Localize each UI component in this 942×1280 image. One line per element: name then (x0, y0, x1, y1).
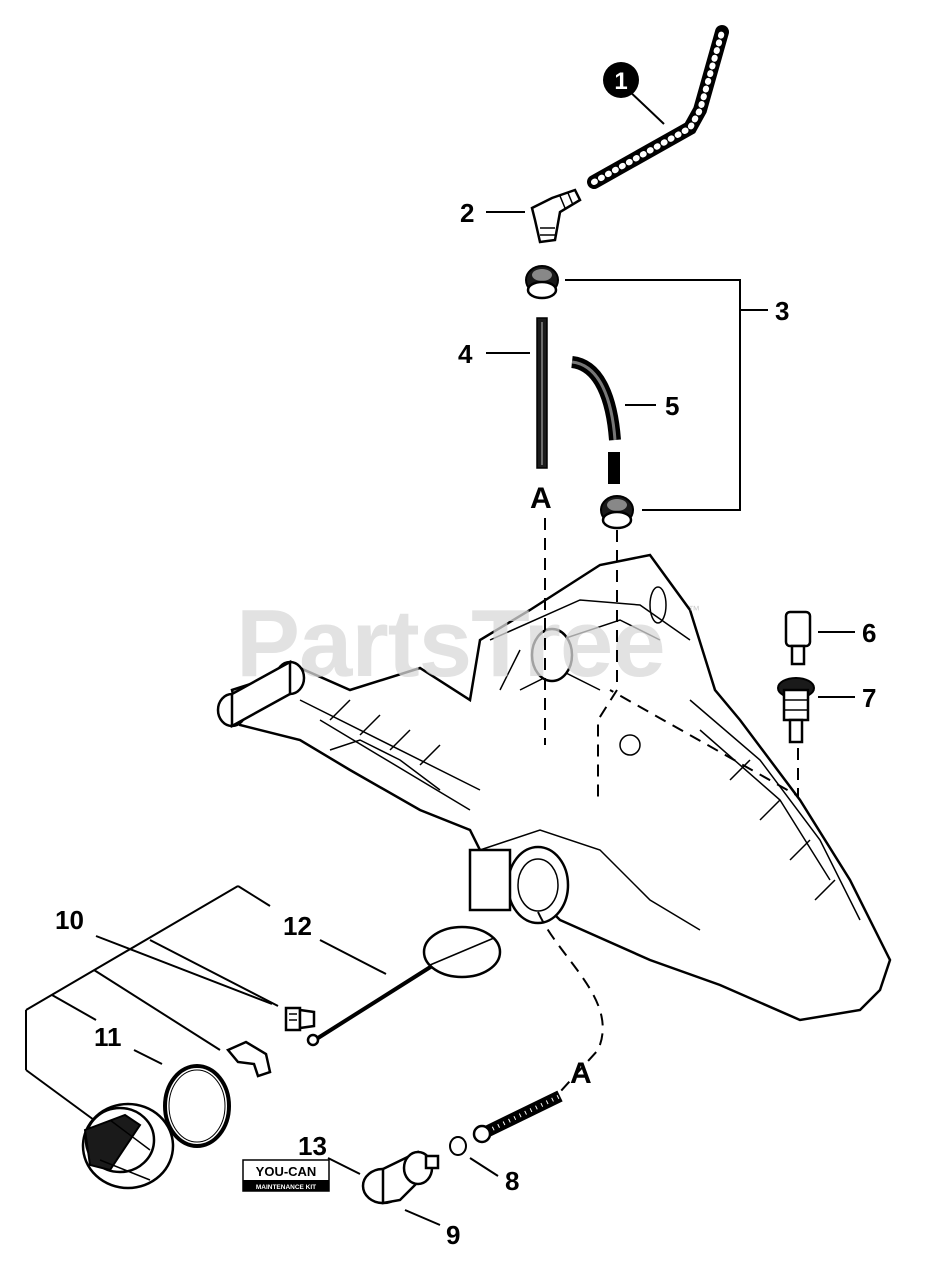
dash-a-bottom (537, 911, 604, 1093)
leader-1 (625, 87, 665, 125)
callout-4: 4 (458, 339, 473, 369)
part-12-strap: 12 (283, 911, 502, 1047)
part-7-valve: 7 (777, 677, 876, 744)
part-11-oring (163, 1064, 231, 1148)
watermark-trademark: ™ (688, 603, 700, 617)
callout-1-badge (603, 62, 639, 98)
you-can-badge: YOU-CAN MAINTENANCE KIT (242, 1159, 330, 1192)
watermark-text: PartsTree (236, 590, 665, 697)
part-9-filter: 13 9 (298, 1131, 460, 1250)
lower-oil-line (472, 1090, 563, 1144)
leader-11 (133, 1049, 163, 1065)
part-8-oring: 8 (449, 1136, 519, 1196)
callout-6: 6 (862, 618, 876, 648)
leader-8 (469, 1157, 499, 1177)
housing (216, 553, 892, 1022)
oil-cap (81, 1102, 175, 1190)
callout-7: 7 (862, 683, 876, 713)
callout-9: 9 (446, 1220, 460, 1250)
leader-12 (319, 939, 387, 975)
badge-bottom: MAINTENANCE KIT (256, 1184, 316, 1191)
part-1-hose: 1 (587, 25, 729, 189)
callout-13: 13 (298, 1131, 327, 1161)
bracket-10-11-12: 10 11 (25, 885, 279, 1121)
part-6-plug: 6 (784, 610, 876, 666)
leader-13 (327, 1157, 361, 1175)
dash-valve (609, 689, 799, 798)
leader-9 (404, 1209, 441, 1226)
callout-a-top: A (530, 482, 552, 515)
bracket-3 (565, 279, 741, 511)
callout-a-bottom: A (570, 1057, 592, 1090)
watermark: PartsTree ™ (236, 590, 700, 697)
badge-top: YOU-CAN (256, 1164, 317, 1179)
callout-11: 11 (94, 1022, 122, 1052)
callout-12: 12 (283, 911, 312, 941)
callout-1: 1 (614, 68, 627, 95)
part-clamp (225, 1040, 272, 1078)
dash-grommet (597, 530, 618, 800)
callout-2: 2 (460, 198, 474, 228)
part-5-hose: 5 (570, 356, 679, 484)
part-2-elbow: 2 (460, 188, 582, 244)
callout-3: 3 (775, 296, 789, 326)
part-4-oil-line: 4 (458, 317, 548, 469)
part-10-screw (284, 1006, 316, 1032)
part-3-grommets: 3 (525, 265, 789, 530)
callout-8: 8 (505, 1166, 519, 1196)
callout-10: 10 (55, 905, 84, 935)
callout-5: 5 (665, 391, 679, 421)
